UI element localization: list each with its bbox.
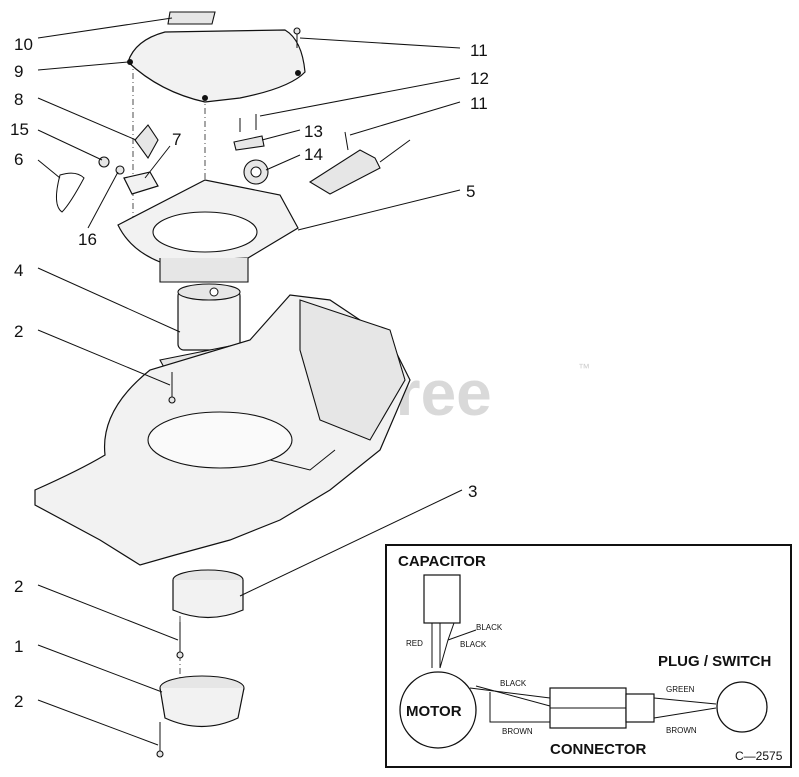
cord-end — [379, 139, 411, 163]
cover-screw-front — [202, 95, 208, 101]
wire-label-brown-left: BROWN — [502, 727, 533, 736]
leader-9 — [37, 61, 129, 71]
callout-8: 8 — [14, 90, 23, 109]
motor-shaft — [209, 287, 219, 297]
leader-8 — [37, 97, 137, 141]
leader-13 — [261, 129, 301, 141]
wire-black-to-connector — [469, 687, 551, 699]
wire-label-brown-right: BROWN — [666, 726, 697, 735]
capacitor-label: CAPACITOR — [398, 553, 486, 570]
wire-label-red: RED — [406, 639, 423, 648]
callout-10: 10 — [14, 35, 33, 54]
callout-14: 14 — [304, 145, 323, 164]
leader-7 — [144, 145, 171, 179]
leader-10 — [37, 17, 173, 39]
callout-9: 9 — [14, 62, 23, 81]
wire-label-green: GREEN — [666, 685, 695, 694]
wire-black-down — [439, 639, 449, 669]
leader-3 — [239, 489, 463, 597]
housing-side-wall — [299, 299, 406, 441]
part-7-capacitor — [123, 171, 159, 195]
callout-12: 12 — [470, 69, 489, 88]
leader-14 — [265, 154, 301, 171]
part-10-label — [167, 11, 216, 25]
part-11-strain-relief — [308, 149, 381, 195]
wiring-schematic: CAPACITOR RED BLACK BLACK MOTOR BLACK BR… — [385, 544, 792, 768]
part-6-cord — [56, 172, 85, 213]
callout-2-middle: 2 — [14, 577, 23, 596]
motor-symbol — [399, 671, 477, 749]
part-14-grommet-hole — [250, 166, 262, 178]
callout-13: 13 — [304, 122, 323, 141]
part-8-clip — [134, 124, 159, 160]
callout-5: 5 — [466, 182, 475, 201]
part-15-nut — [98, 156, 110, 168]
wire-label-black-mid: BLACK — [500, 679, 527, 688]
part-13-cord-clamp — [233, 135, 265, 151]
housing-intake — [147, 411, 293, 469]
part-11-screw-head — [293, 27, 301, 35]
part-1-lower-collar-body — [159, 687, 245, 727]
leader-1 — [37, 644, 163, 693]
wire-black-branch — [447, 629, 477, 641]
callout-11-top: 11 — [470, 41, 488, 60]
leader-11-top — [299, 37, 461, 49]
callout-11-right: 11 — [470, 94, 488, 113]
callout-3: 3 — [468, 482, 477, 501]
leader-12 — [259, 77, 461, 117]
connector-label: CONNECTOR — [550, 741, 647, 758]
cover-screw-left — [127, 59, 133, 65]
motor-label: MOTOR — [406, 703, 462, 720]
wire-brown-to-connector — [489, 692, 550, 723]
cover-screw-right — [295, 70, 301, 76]
plug-switch-label: PLUG / SWITCH — [658, 653, 771, 670]
part-9-cover — [127, 29, 306, 103]
leader-15 — [37, 129, 103, 161]
wire-label-black-top: BLACK — [476, 623, 503, 632]
part-3-collar-body — [172, 580, 244, 619]
wire-brown-right — [653, 707, 717, 719]
leader-4 — [37, 267, 181, 333]
plug-switch-symbol — [716, 681, 768, 733]
part-2-screw-middle-head — [176, 651, 184, 659]
callout-7: 7 — [172, 130, 181, 149]
callout-2-upper: 2 — [14, 322, 23, 341]
leader-2-upper — [37, 329, 171, 386]
wire-green — [653, 697, 717, 705]
leader-16 — [87, 171, 119, 229]
watermark-trademark: ™ — [578, 361, 590, 375]
callout-1: 1 — [14, 637, 23, 656]
leader-2-middle — [37, 584, 179, 641]
leader-11-right — [349, 101, 461, 136]
part-11-screw-right — [344, 131, 349, 151]
capacitor-symbol — [423, 574, 461, 624]
housing-vent — [269, 449, 336, 471]
diagram-code: C—2575 — [735, 749, 783, 763]
connector-cap — [625, 693, 655, 723]
housing-opening — [152, 211, 258, 253]
wire-label-black-side: BLACK — [460, 640, 487, 649]
callout-16: 16 — [78, 230, 97, 249]
motor-top — [177, 283, 241, 301]
leader-2-lower — [37, 699, 159, 746]
leader-6 — [37, 159, 61, 179]
callout-4: 4 — [14, 261, 23, 280]
part-2-screw-lower-head — [156, 750, 164, 758]
callout-2-lower: 2 — [14, 692, 23, 711]
leader-5 — [297, 189, 461, 231]
wire-black-lead — [447, 622, 455, 641]
callout-6: 6 — [14, 150, 23, 169]
part-2-screw-upper-head — [168, 396, 176, 404]
wire-black-to-connector-2 — [475, 685, 551, 707]
housing-skirt — [159, 258, 249, 283]
callout-15: 15 — [10, 120, 29, 139]
